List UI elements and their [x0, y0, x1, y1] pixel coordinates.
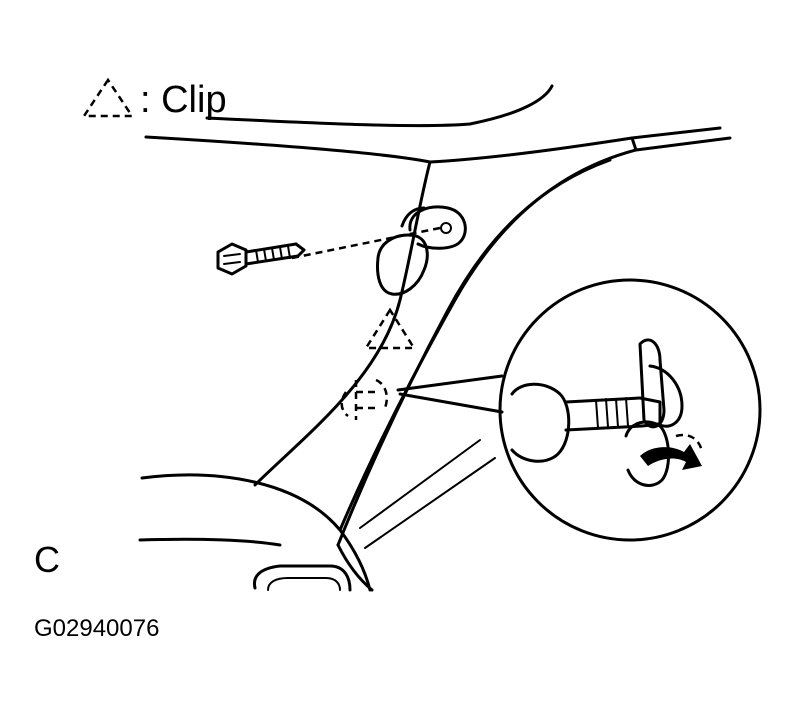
- view-letter: C: [34, 539, 60, 580]
- clip-legend-triangle-icon: [81, 77, 135, 118]
- clip-hole: [400, 205, 467, 250]
- clip-legend-label: : Clip: [140, 79, 227, 121]
- pillar-frame: [253, 148, 638, 592]
- roof-outline: [144, 84, 732, 164]
- rotation-arrow-icon: [640, 444, 702, 470]
- screw: [216, 226, 441, 276]
- detail-magnifier: [498, 278, 762, 542]
- callout-leader: [396, 374, 504, 414]
- dashboard-outline: [138, 473, 372, 592]
- figure-code: G02940076: [34, 615, 159, 642]
- hidden-clip-outline: [340, 378, 388, 420]
- clip-legend: : Clip: [81, 77, 227, 121]
